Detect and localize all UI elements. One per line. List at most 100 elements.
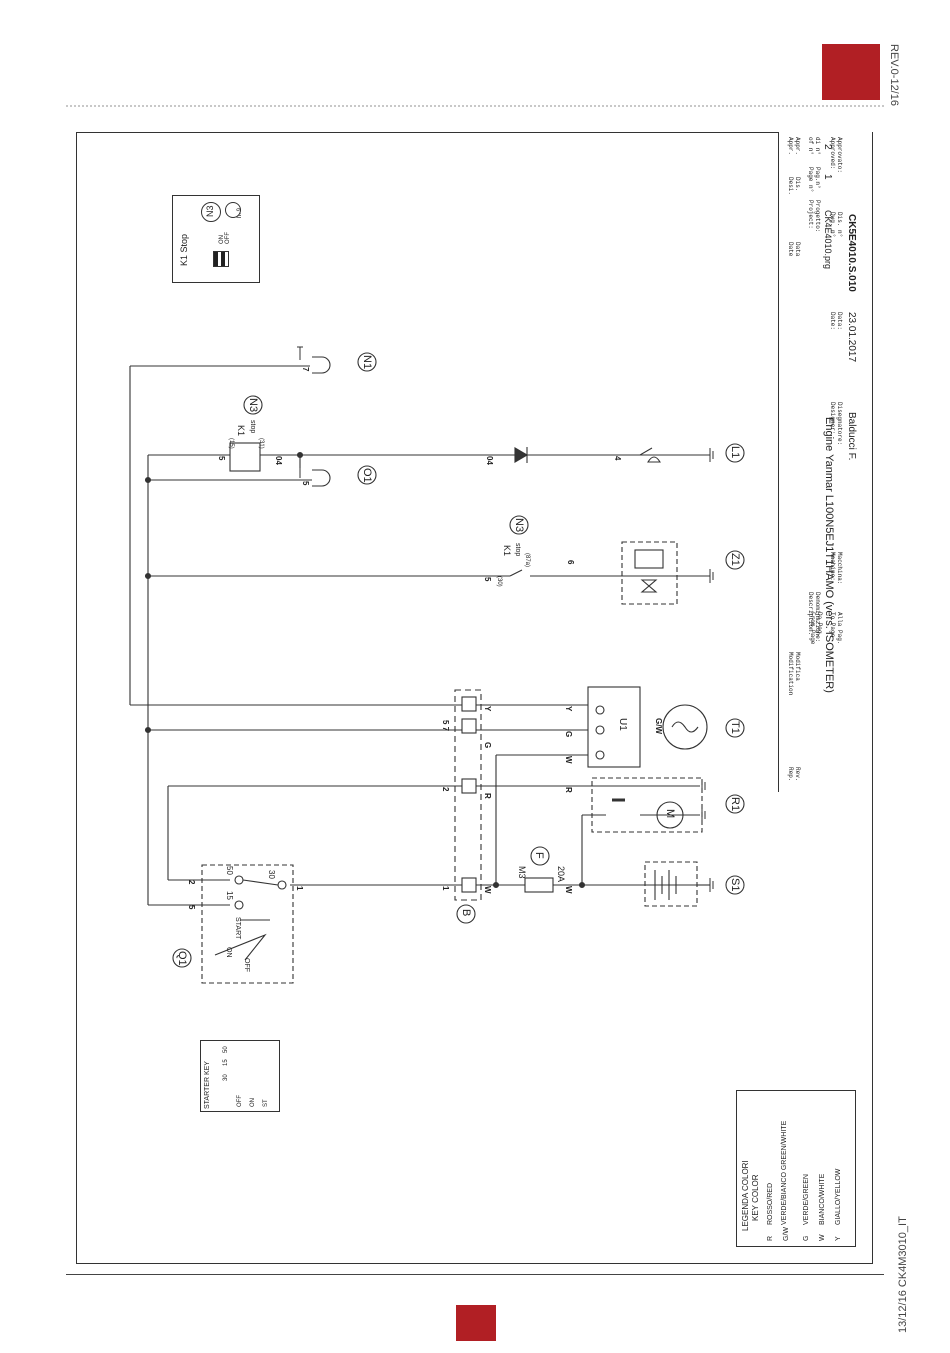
tb-designer: Balducci F. xyxy=(846,412,857,461)
k1-stop-box: K1 Stop ON OFF h. 9 N3 xyxy=(172,195,260,283)
wire-6-z1: 6 xyxy=(566,560,575,565)
wire-5-top: 5 xyxy=(217,456,226,461)
color-legend: LEGENDA COLORI KEY COLOR R ROSSO/RED G/W… xyxy=(736,1090,856,1247)
tb-da-pag: Da Pag. From Page xyxy=(809,612,823,645)
legend-code-r: R xyxy=(767,1235,774,1241)
fuse-rating: 20A xyxy=(556,866,566,883)
tag-l1: L1 xyxy=(729,446,741,459)
wire-2-b: 2 xyxy=(441,787,450,792)
legend-name-gw: VERDE/BIANCO GREEN/WHITE xyxy=(781,1120,788,1225)
starter-key-col-50: 50 xyxy=(223,1046,229,1053)
tb-alla-pag: Alla Pag. To Page xyxy=(829,612,843,645)
tb-dis: Dis. Desi. xyxy=(787,177,801,196)
tb-date-label: Data: Date: xyxy=(829,312,843,331)
tag-q1: Q1 xyxy=(176,951,188,966)
tag-f: F xyxy=(533,852,545,859)
legend-code-y: Y xyxy=(835,1236,842,1241)
tb-disegnatore: Disegnatore: Designer: xyxy=(829,402,843,446)
drawing-frame xyxy=(76,132,873,1264)
relay-p31: (31) xyxy=(258,438,264,449)
clock-icon xyxy=(225,202,241,218)
wire-5-z1: 5 xyxy=(483,577,492,582)
relay-p15: (15) xyxy=(228,438,234,449)
legend-name-w: BIANCO/WHITE xyxy=(819,1173,826,1225)
contact-p87a: (87a) xyxy=(524,553,530,568)
wire-g-b: G xyxy=(483,742,492,749)
wire-57: 5 7 xyxy=(441,720,450,732)
tag-m: M xyxy=(664,809,676,819)
wire-r-b: R xyxy=(483,793,492,799)
switch-start-label: START xyxy=(234,917,241,940)
wire-2-q1: 2 xyxy=(187,880,196,885)
brand-block-bottom xyxy=(456,1305,496,1341)
switch-off-label: OFF xyxy=(243,958,250,972)
brand-block-top xyxy=(822,44,880,100)
starter-key-col-30: 30 xyxy=(223,1074,229,1081)
tb-data: Data Date xyxy=(787,242,801,257)
legend-name-y: GIALLO/YELLOW xyxy=(835,1168,842,1225)
wire-4-l1: 4 xyxy=(613,456,622,461)
legend-subtitle: KEY COLOR xyxy=(751,1174,760,1221)
contact-k1-label: K1 xyxy=(502,545,512,557)
tb-appr: Appr. Appr. xyxy=(787,137,801,156)
tag-z1: Z1 xyxy=(729,553,741,566)
tb-di: di n° of n° xyxy=(807,137,821,156)
dotted-separator xyxy=(66,105,884,107)
wire-g-u1: G xyxy=(564,731,573,738)
tb-progetto: Progetto: Project: xyxy=(807,200,821,233)
legend-code-g: G xyxy=(803,1235,810,1241)
legend-code-w: W xyxy=(819,1234,826,1241)
starter-key-col-15: 15 xyxy=(223,1059,229,1066)
tag-t1: T1 xyxy=(729,721,741,734)
wire-5-q1: 5 xyxy=(187,905,196,910)
wire-5-o1: 5 xyxy=(301,481,310,486)
tag-n1: N1 xyxy=(361,355,373,370)
k1-stop-label: K1 Stop xyxy=(179,233,189,266)
tb-page-no: 1 xyxy=(822,174,833,180)
relay-stop-label: stop xyxy=(249,420,256,434)
tag-b: B xyxy=(460,909,472,917)
wire-04-diode: 04 xyxy=(485,456,494,465)
wire-7-n1: 7 xyxy=(301,367,310,372)
k1-stop-tag: N3 xyxy=(205,205,215,217)
starter-key-title: STARTER KEY xyxy=(204,1061,211,1109)
tb-modifica: Modifica Modification xyxy=(787,652,801,696)
tb-dis-n: Dis. n° Dwg. n° xyxy=(829,212,843,238)
tag-u1: U1 xyxy=(617,718,628,731)
starter-key-row-on: ON xyxy=(250,1098,256,1107)
title-block: Modifica Modification Data Date Dis. Des… xyxy=(778,132,872,792)
wire-y-u1: Y xyxy=(564,706,573,712)
legend-name-r: ROSSO/RED xyxy=(767,1182,774,1225)
wire-w-fuse: W xyxy=(564,886,573,894)
relay-k1-label: K1 xyxy=(236,425,246,437)
legend-name-g: VERDE/GREEN xyxy=(803,1174,810,1225)
tag-n3-relay: N3 xyxy=(247,398,259,413)
wire-y-b: Y xyxy=(483,706,492,712)
tb-approvato: Approvato: Approved: xyxy=(829,137,843,174)
terminal-50: 50 xyxy=(225,866,234,875)
tag-n3-contact: N3 xyxy=(513,518,525,533)
starter-key-row-off: OFF xyxy=(237,1095,243,1107)
wire-w-b: W xyxy=(483,886,492,894)
contact-p30: (30) xyxy=(496,576,502,587)
wire-r-r1: R xyxy=(564,787,573,793)
wire-04-relay: 04 xyxy=(274,456,283,465)
terminal-30: 30 xyxy=(267,870,276,879)
tb-macchina: Macchina: Machine: xyxy=(829,552,843,585)
wire-1-q1: 1 xyxy=(295,886,304,891)
wire-1-b: 1 xyxy=(441,886,450,891)
starter-key-table: STARTER KEY 30 15 50 OFF ON ST xyxy=(200,1040,280,1112)
tag-m3: M3 xyxy=(517,866,527,879)
legend-code-gw: G/W xyxy=(783,1227,790,1241)
tb-rev: Rev. Rep. xyxy=(787,767,801,782)
tag-r1: R1 xyxy=(729,797,741,812)
tag-o1: O1 xyxy=(361,468,373,483)
bottom-rule xyxy=(66,1274,884,1275)
tb-pag: Pag.n° Page n° xyxy=(807,167,821,193)
legend-title: LEGENDA COLORI xyxy=(741,1160,750,1231)
tag-s1: S1 xyxy=(729,878,741,892)
switch-on-label: ON xyxy=(225,947,232,958)
wire-w-u1: W xyxy=(564,756,573,764)
tb-date: 23.01.2017 xyxy=(846,312,857,363)
